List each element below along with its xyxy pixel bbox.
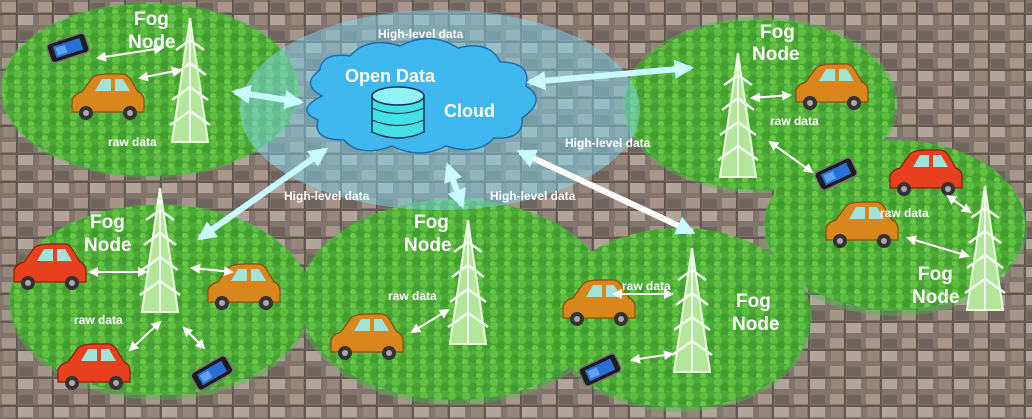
high-level-data-label: High-level data — [490, 189, 576, 203]
raw-data-label: raw data — [74, 313, 123, 327]
fog-node-label: Fog — [918, 264, 953, 285]
fog-node-label: Fog — [760, 22, 795, 43]
local-links — [88, 44, 972, 364]
fog-node-label: Fog — [90, 212, 125, 233]
labels: Fog Node Fog Node Fog Node Fog Node Fog … — [74, 9, 960, 335]
high-level-data-label: High-level data — [378, 27, 464, 41]
raw-data-label: raw data — [880, 206, 929, 220]
fog-node-label: Node — [128, 32, 176, 53]
fog-node-label: Node — [752, 44, 800, 65]
fog-node-label: Fog — [736, 291, 771, 312]
raw-data-label: raw data — [770, 114, 819, 128]
fog-node-label: Node — [404, 235, 452, 256]
fog-node-label: Node — [912, 287, 960, 308]
fog-node-label: Fog — [414, 212, 449, 233]
cloud-label: Cloud — [444, 101, 495, 121]
open-data-label: Open Data — [345, 66, 436, 86]
fog-node-label: Node — [732, 314, 780, 335]
database-icon — [371, 86, 425, 139]
fog-node-label: Fog — [134, 9, 169, 30]
cloud-links — [196, 59, 696, 241]
fog-node-label: Node — [84, 235, 132, 256]
raw-data-label: raw data — [622, 279, 671, 293]
high-level-data-label: High-level data — [565, 136, 651, 150]
raw-data-label: raw data — [108, 135, 157, 149]
high-level-data-label: High-level data — [284, 189, 370, 203]
raw-data-label: raw data — [388, 289, 437, 303]
